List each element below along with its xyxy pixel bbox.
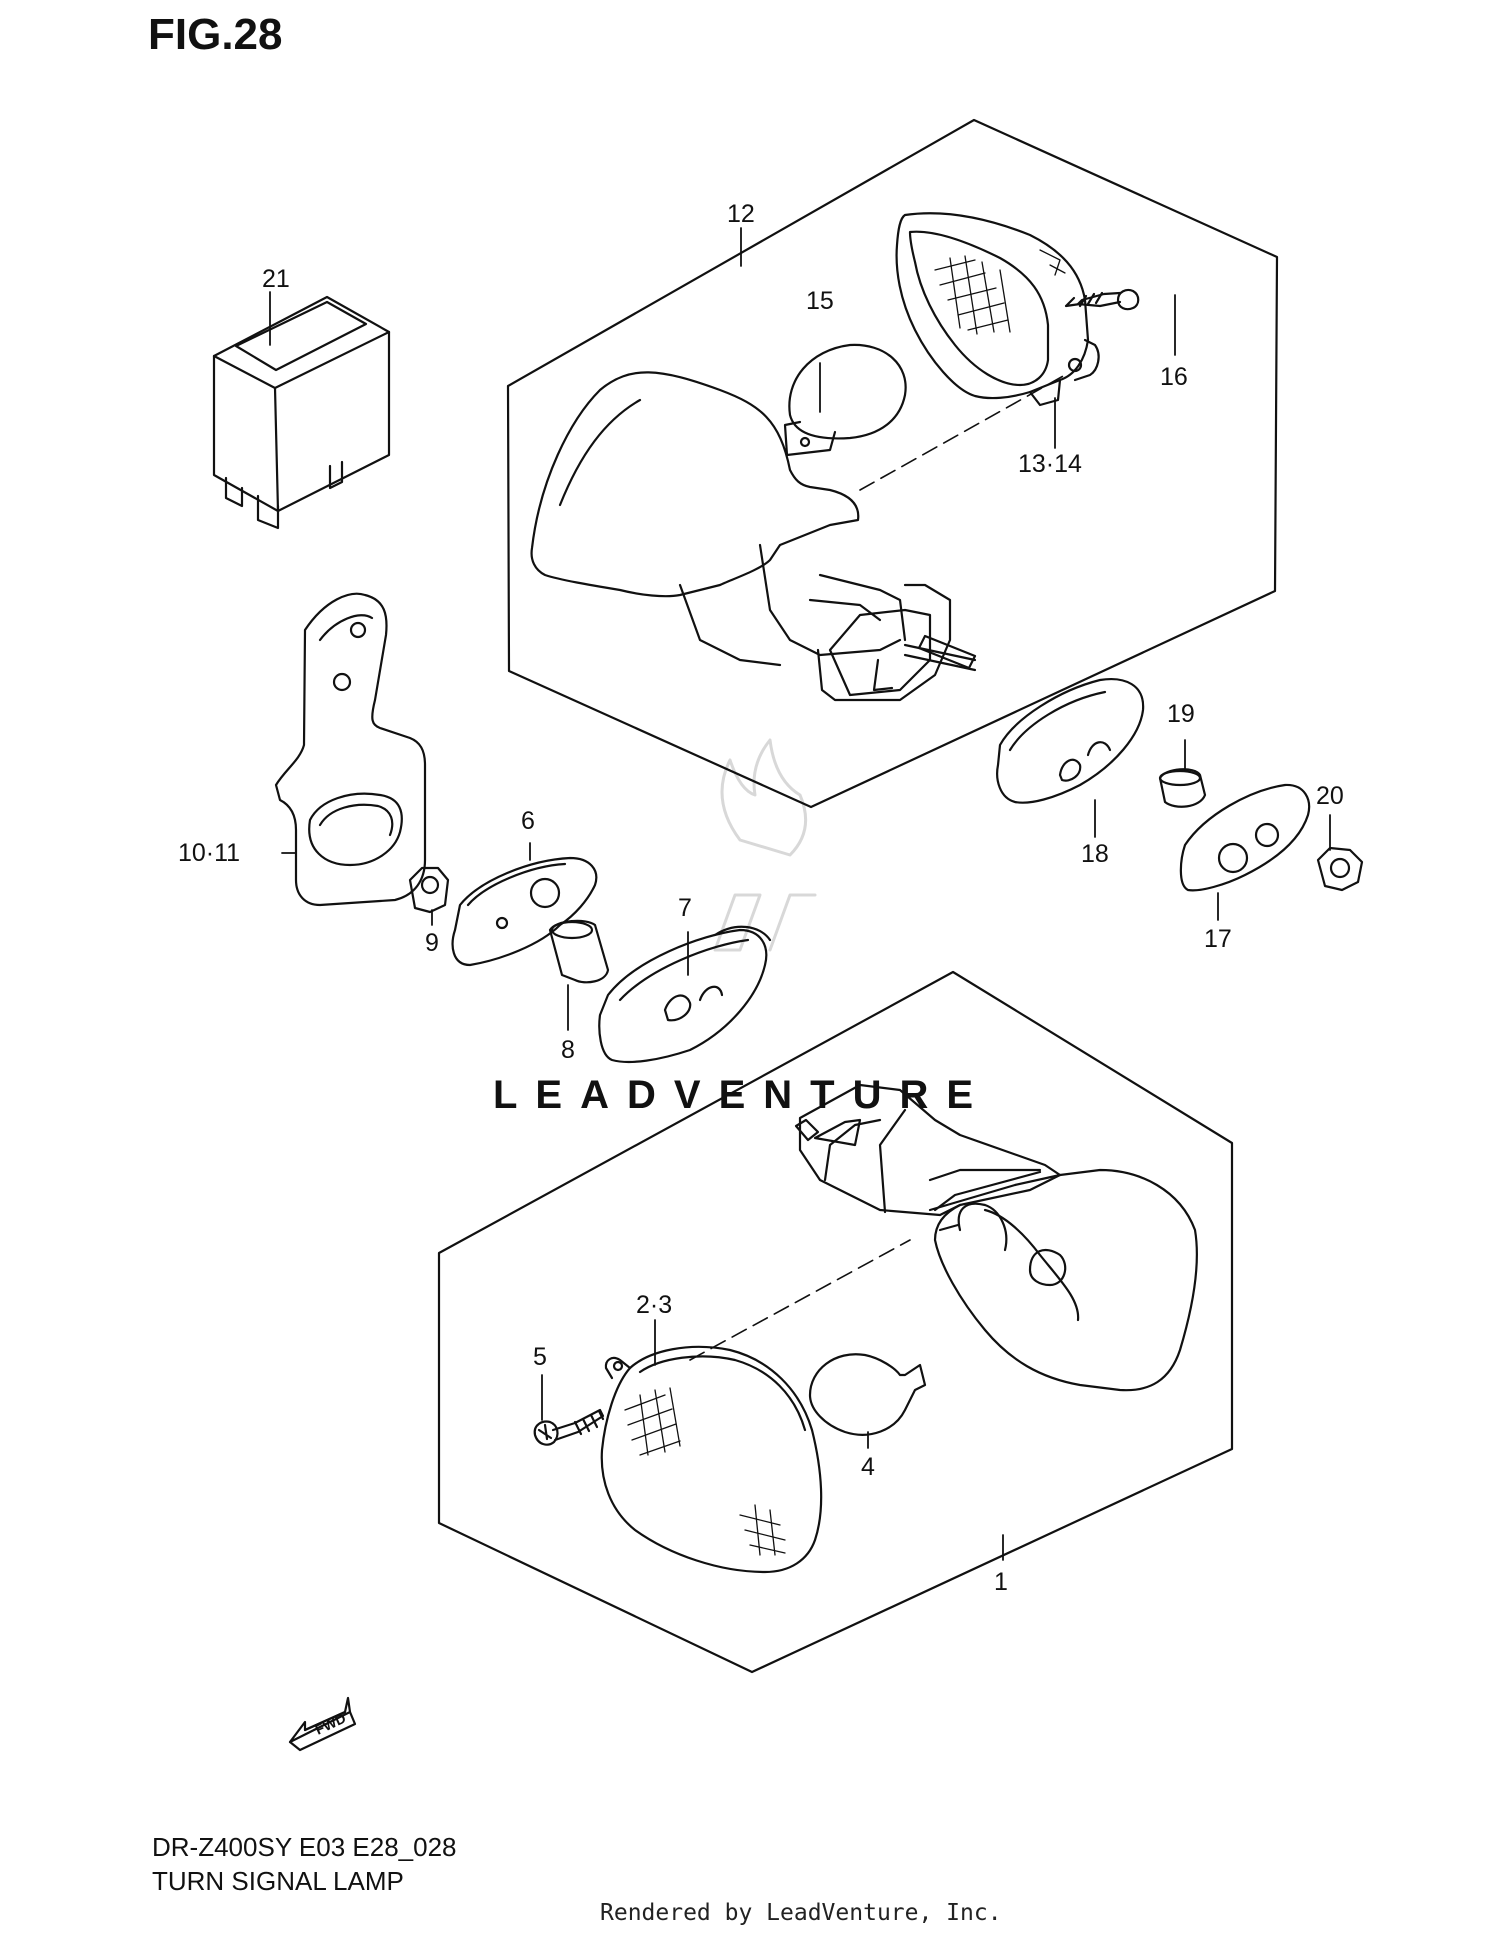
callout-10-11: 10·11 [178, 839, 240, 867]
collar-8 [548, 919, 610, 984]
callout-19: 19 [1167, 700, 1195, 728]
callout-17: 17 [1204, 925, 1232, 953]
callout-2-3: 2·3 [636, 1291, 672, 1319]
connector-line-2 [689, 1239, 911, 1361]
rubber-pad-18 [996, 678, 1145, 804]
fwd-arrow-icon [288, 1696, 357, 1752]
screw-16 [1064, 288, 1140, 311]
callout-6: 6 [521, 807, 535, 835]
nut-20 [1316, 846, 1364, 892]
callout-16: 16 [1160, 363, 1188, 391]
bracket-10-11 [274, 592, 427, 907]
callout-4: 4 [861, 1453, 875, 1481]
rear-turn-signal-body-12 [530, 371, 977, 702]
relay-21 [212, 295, 391, 530]
front-turn-signal-body-1 [794, 1083, 1198, 1392]
callout-21: 21 [262, 265, 290, 293]
screw-5 [533, 1408, 605, 1446]
callout-20: 20 [1316, 782, 1344, 810]
plate-6 [451, 856, 598, 967]
connector-line-13 [859, 374, 1066, 491]
diagram-subtitle: TURN SIGNAL LAMP [152, 1866, 404, 1896]
bulb-15 [783, 343, 907, 457]
nut-9 [408, 866, 450, 914]
callout-8: 8 [561, 1036, 575, 1064]
watermark-text: LEADVENTURE [493, 1073, 991, 1117]
watermark [713, 738, 817, 952]
fwd-label: FWD [313, 1710, 349, 1738]
callout-18: 18 [1081, 840, 1109, 868]
callout-5: 5 [533, 1343, 547, 1371]
callout-12: 12 [727, 200, 755, 228]
bulb-4 [808, 1353, 927, 1436]
callout-15: 15 [806, 287, 834, 315]
collar-19 [1158, 768, 1207, 808]
callout-7: 7 [678, 894, 692, 922]
assembly-outline-12 [506, 118, 1279, 809]
model-code: DR-Z400SY E03 E28_028 [152, 1832, 457, 1862]
leader-lines [269, 227, 1331, 1561]
figure-title: FIG.28 [148, 10, 283, 59]
plate-17 [1179, 783, 1311, 892]
callout-1: 1 [994, 1568, 1008, 1596]
render-credit: Rendered by LeadVenture, Inc. [600, 1900, 1002, 1926]
rear-lens [895, 212, 1100, 407]
front-lens-2-3 [600, 1345, 823, 1574]
assembly-outline-1 [437, 970, 1234, 1674]
callout-9: 9 [425, 929, 439, 957]
rubber-pad-7 [598, 925, 772, 1064]
callout-13-14: 13·14 [1018, 450, 1082, 478]
